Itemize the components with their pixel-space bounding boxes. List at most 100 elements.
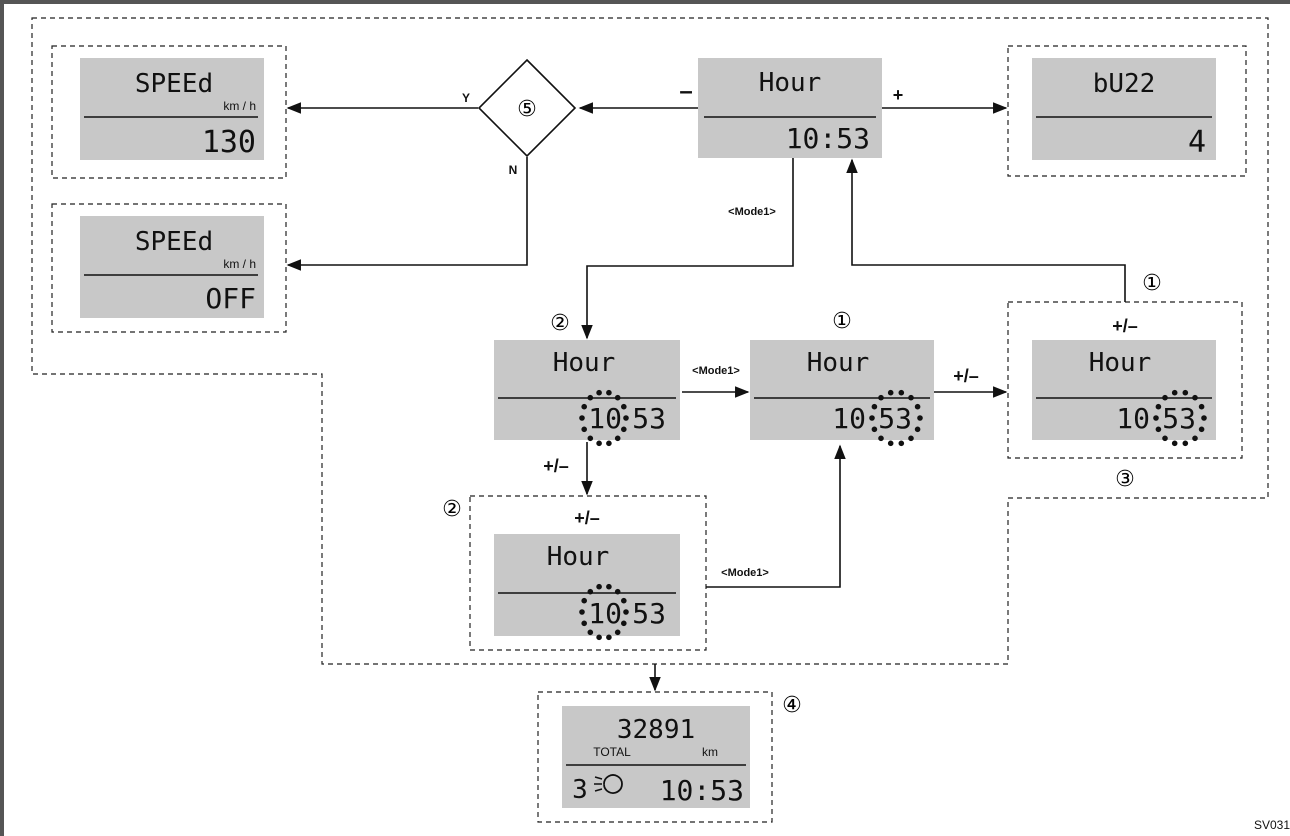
svg-text:53: 53 [632, 402, 666, 435]
flash-dot [908, 435, 914, 442]
svg-text:32891: 32891 [617, 715, 695, 745]
flash-dot [869, 415, 875, 421]
flash-dot [587, 629, 594, 636]
arrow-no-to-speed-off [286, 157, 528, 271]
svg-text:SPEEd: SPEEd [135, 227, 213, 257]
flash-dot [596, 389, 602, 396]
decision-diamond [477, 58, 577, 158]
flash-dot [1198, 426, 1205, 433]
svg-text:53: 53 [632, 597, 666, 630]
label-no: N [509, 163, 518, 177]
label-plusminus-adjust: +/– [574, 508, 600, 528]
flash-dot [1182, 389, 1189, 396]
group-outline-odometer [537, 691, 773, 823]
flash-dot [621, 620, 627, 627]
svg-text:km / h: km / h [223, 257, 256, 271]
flash-dot [1153, 415, 1159, 421]
svg-text:3: 3 [572, 775, 588, 805]
lcd-speed-on: SPEEd km / h 130 [80, 58, 264, 160]
flash-dot [621, 403, 627, 410]
flash-dot [606, 583, 612, 590]
marker-1-top: ① [1142, 271, 1162, 296]
flash-dot [878, 435, 884, 442]
svg-text:4: 4 [1188, 125, 1206, 160]
flash-dot [606, 389, 612, 396]
label-plusminus-step2: +/– [543, 456, 569, 476]
marker-1-step1: ① [832, 309, 852, 334]
svg-text:bU22: bU22 [1093, 69, 1156, 99]
flash-dot [1171, 440, 1178, 447]
flash-dots [869, 389, 923, 447]
label-plusminus-step3: +/– [1112, 316, 1138, 336]
flash-dot [596, 583, 602, 590]
flash-dot [614, 394, 621, 401]
label-mode1-step2: <Mode1> [692, 365, 740, 377]
lcd-buzz: bU22 4 [1032, 58, 1216, 160]
flash-dot [579, 609, 585, 615]
flash-dot [1182, 440, 1189, 447]
flash-dot [621, 597, 627, 604]
flash-dot [581, 403, 587, 410]
flash-dots [1153, 389, 1207, 447]
svg-text:10: 10 [1116, 402, 1150, 435]
flash-dot [581, 620, 587, 627]
lcd-hour-step3: Hour 10 53 [1032, 340, 1216, 447]
group-outline-speed-on [51, 45, 287, 179]
flash-dot [1192, 394, 1198, 401]
svg-text:Hour: Hour [759, 68, 822, 98]
flash-dot [898, 389, 905, 396]
svg-text:TOTAL: TOTAL [593, 745, 631, 759]
svg-text:Hour: Hour [553, 348, 616, 378]
label-yes: Y [462, 91, 470, 105]
lcd-hour-adjust: Hour 10 53 [494, 534, 680, 641]
flash-dot [887, 389, 894, 396]
flash-dot [621, 426, 627, 433]
marker-3: ③ [1115, 467, 1135, 492]
lcd-odometer: 32891 TOTAL km 3 10:53 [562, 706, 750, 808]
flash-dot [1162, 394, 1168, 401]
label-plus: + [893, 85, 904, 105]
flash-dot [596, 440, 602, 447]
svg-text:53: 53 [878, 402, 912, 435]
svg-text:130: 130 [202, 125, 256, 160]
svg-text:OFF: OFF [205, 282, 256, 315]
flash-dot [587, 435, 594, 442]
svg-text:10:53: 10:53 [786, 122, 870, 155]
marker-5: ⑤ [517, 97, 537, 122]
flash-dot [606, 634, 612, 641]
svg-text:Hour: Hour [807, 348, 870, 378]
group-outline-step2-adjust [469, 495, 707, 651]
label-plusminus-step1: +/– [953, 366, 979, 386]
flash-dot [614, 435, 621, 442]
flash-dot [581, 597, 587, 604]
label-mode1-adjust: <Mode1> [721, 567, 769, 579]
flash-dot [614, 588, 621, 595]
arrow-adjust-mode1-to-step1 [706, 444, 846, 588]
svg-text:Hour: Hour [1089, 348, 1152, 378]
group-outline-buzz [1007, 45, 1247, 177]
marker-2-adjust: ② [442, 497, 462, 522]
flash-dot [596, 634, 602, 641]
svg-text:53: 53 [1162, 402, 1196, 435]
svg-text:10: 10 [588, 402, 622, 435]
group-outline-speed-off [51, 203, 287, 333]
flash-dot [606, 440, 612, 447]
flash-dot [898, 440, 905, 447]
marker-2-step2: ② [550, 311, 570, 336]
arrow-mode1-to-step2 [581, 158, 794, 340]
marker-4: ④ [782, 693, 802, 718]
lcd-hour-main: Hour 10:53 [698, 58, 882, 158]
flash-dot [1162, 435, 1168, 442]
headlight-icon [594, 774, 623, 794]
flash-dot [914, 426, 921, 433]
svg-text:10: 10 [588, 597, 622, 630]
flash-dot [1198, 403, 1205, 410]
flash-dot [614, 629, 621, 636]
flash-dot [623, 415, 629, 421]
label-minus: – [679, 78, 692, 105]
svg-text:10: 10 [832, 402, 866, 435]
arrow-step3-to-hour [846, 158, 1126, 302]
flash-dot [908, 394, 914, 401]
svg-text:SPEEd: SPEEd [135, 69, 213, 99]
